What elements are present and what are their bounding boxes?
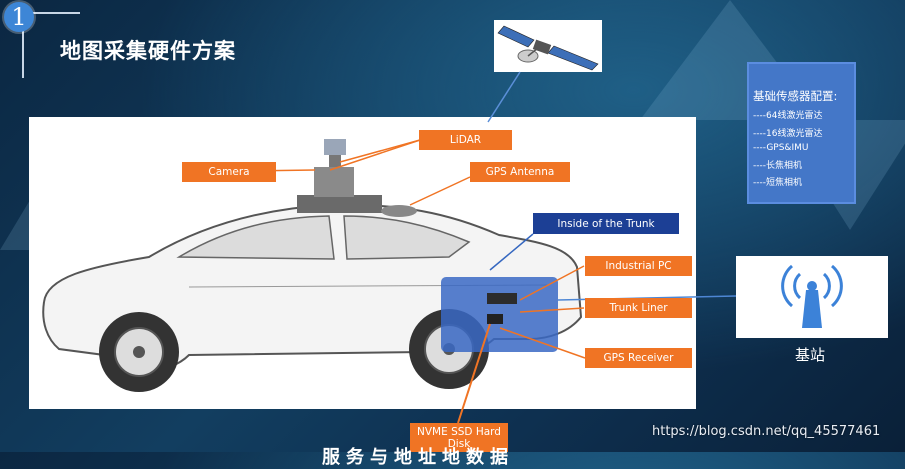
sensor-item: ----16线激光雷达 bbox=[753, 128, 823, 139]
antenna-broadcast-icon bbox=[781, 264, 843, 328]
title-frame-left bbox=[22, 12, 24, 78]
label-nvme-ssd: NVME SSD Hard Disk bbox=[410, 423, 508, 452]
sensor-config-panel: 基础传感器配置: ----64线激光雷达 ----16线激光雷达 ----GPS… bbox=[747, 62, 856, 204]
satellite-icon bbox=[497, 25, 599, 71]
slide-title: 地图采集硬件方案 bbox=[60, 39, 236, 63]
label-lidar: LiDAR bbox=[419, 130, 512, 150]
satellite-image bbox=[494, 20, 602, 72]
bottom-cut-off-text: 服务与地址地数据 bbox=[322, 447, 514, 468]
ssd-unit bbox=[487, 314, 503, 324]
label-camera: Camera bbox=[182, 162, 276, 182]
label-gps-receiver: GPS Receiver bbox=[585, 348, 692, 368]
sensor-item: ----64线激光雷达 bbox=[753, 111, 823, 121]
watermark-url: https://blog.csdn.net/qq_45577461 bbox=[652, 424, 881, 439]
sensor-config-heading: 基础传感器配置: bbox=[753, 89, 838, 103]
base-station-image bbox=[736, 256, 888, 338]
slide-number-badge: 1 bbox=[4, 2, 34, 32]
sensor-item: ----GPS&IMU bbox=[753, 143, 809, 153]
label-gps-antenna: GPS Antenna bbox=[470, 162, 570, 182]
title-frame-top bbox=[22, 12, 80, 14]
sensor-item: ----长焦相机 bbox=[753, 160, 802, 171]
label-trunk-liner: Trunk Liner bbox=[585, 298, 692, 318]
sensor-item: ----短焦相机 bbox=[753, 178, 802, 188]
label-inside-trunk: Inside of the Trunk bbox=[533, 213, 679, 234]
label-industrial-pc: Industrial PC bbox=[585, 256, 692, 276]
base-station-label: 基站 bbox=[795, 346, 826, 364]
industrial-pc-unit bbox=[487, 293, 517, 304]
